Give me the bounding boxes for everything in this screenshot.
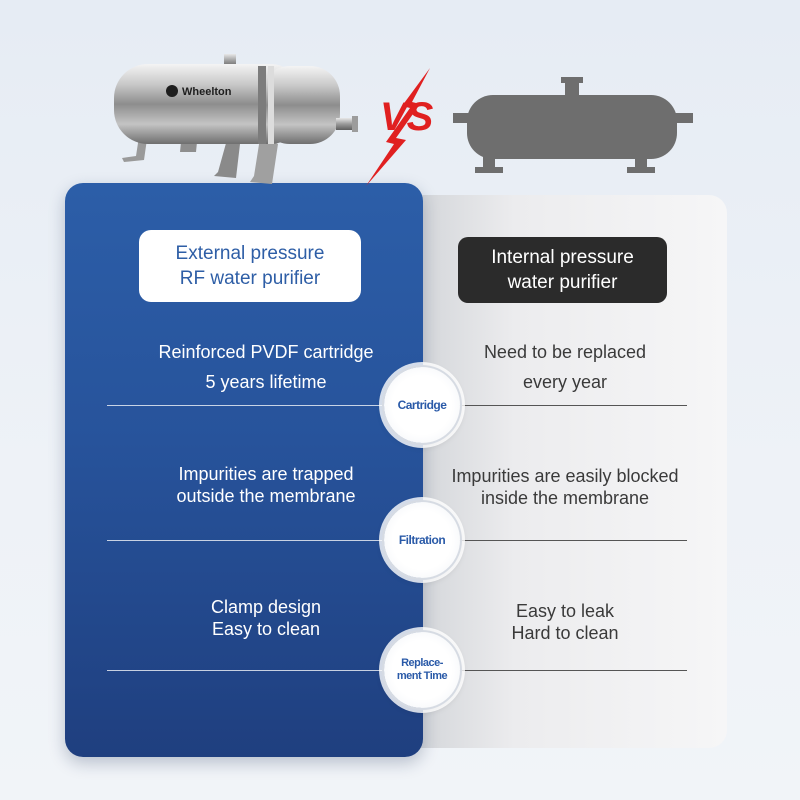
right-title-line1: Internal pressure (491, 247, 634, 268)
replacement-time-category-badge: Replace- ment Time (384, 632, 460, 708)
right-row-line1: Impurities are easily blocked (451, 466, 679, 486)
filtration-category-badge: Filtration (384, 502, 460, 578)
left-row-line2: outside the membrane (176, 486, 356, 506)
left-row-line2: 5 years lifetime (205, 372, 327, 392)
replacement-label-line2: ment Time (396, 670, 448, 682)
cartridge-category-badge: Cartridge (384, 367, 460, 443)
right-row-line1: Easy to leak (515, 601, 615, 621)
right-row-replacement: Easy to leak Hard to clean (420, 600, 710, 644)
left-row-line1: Reinforced PVDF cartridge (158, 342, 374, 362)
left-row-line2: Easy to clean (211, 619, 321, 639)
left-row-filtration: Impurities are trapped outside the membr… (85, 463, 447, 507)
brand-logo-text: Wheelton (182, 86, 232, 98)
right-row-line2: every year (522, 372, 608, 392)
vs-mark: VS (366, 68, 434, 186)
left-row-line1: Clamp design (210, 597, 322, 617)
vs-text: VS (380, 95, 434, 139)
row-divider (107, 540, 687, 541)
right-row-cartridge: Need to be replaced every year (420, 341, 710, 393)
internal-pressure-title: Internal pressure water purifier (458, 237, 667, 303)
cartridge-label: Cartridge (397, 398, 447, 412)
right-title-line2: water purifier (507, 272, 618, 293)
left-row-line1: Impurities are trapped (178, 464, 354, 484)
left-title-line1: External pressure (175, 243, 325, 264)
left-row-cartridge: Reinforced PVDF cartridge 5 years lifeti… (85, 341, 447, 393)
left-row-replacement: Clamp design Easy to clean (85, 596, 447, 640)
replacement-label-line1: Replace- (401, 657, 443, 669)
row-divider (107, 670, 687, 671)
right-row-filtration: Impurities are easily blocked inside the… (420, 465, 710, 509)
filtration-label: Filtration (398, 533, 446, 547)
right-row-line2: Hard to clean (511, 623, 619, 643)
row-divider (107, 405, 687, 406)
generic-purifier-silhouette (453, 77, 693, 173)
right-row-line1: Need to be replaced (483, 342, 647, 362)
stainless-purifier-image: Wheelton (114, 54, 358, 184)
right-row-line2: inside the membrane (480, 488, 650, 508)
left-title-line2: RF water purifier (179, 268, 321, 289)
external-pressure-title: External pressure RF water purifier (139, 230, 361, 302)
